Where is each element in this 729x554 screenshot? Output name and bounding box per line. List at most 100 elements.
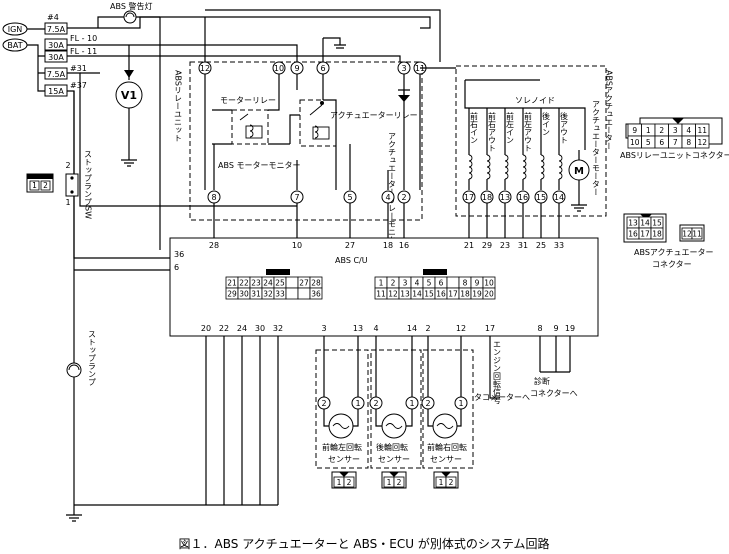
act-conn-pin: 18 — [652, 230, 662, 239]
svg-text:後イン: 後イン — [542, 111, 551, 136]
tacho-label: タコメーターへ — [474, 393, 530, 402]
act-conn-right-pin: 12 — [682, 230, 692, 239]
cu-conn-a-pin: 27 — [299, 279, 309, 288]
fuse-ref-5: #37 — [70, 81, 87, 90]
solenoid-label: ソレノイド — [515, 96, 555, 105]
cu-bottom-pin: 20 — [201, 324, 211, 333]
act-conn-right-cell — [691, 227, 703, 240]
solenoid-fr-out: 前右アウト — [486, 111, 497, 180]
cu-conn-b-pin: 16 — [436, 290, 446, 299]
cu-conn-a-cell — [285, 276, 299, 289]
svg-text:8: 8 — [211, 193, 216, 202]
sensor-coil-fr — [427, 409, 462, 439]
cu-conn-b-pin: 2 — [391, 279, 396, 288]
relay-conn-pin: 2 — [659, 126, 664, 135]
cu-bottom-pin: 30 — [255, 324, 265, 333]
diag-label-2: コネクターへ — [530, 389, 578, 398]
svg-text:5: 5 — [347, 193, 352, 202]
cu-bottom-pin: 32 — [273, 324, 283, 333]
sensor-rear-box — [370, 349, 422, 469]
cu-conn-a-cell — [309, 287, 323, 300]
cu-bottom-pin: 22 — [219, 324, 229, 333]
svg-text:前右イン: 前右イン — [470, 111, 479, 144]
cu-conn-b-pin: 6 — [439, 279, 444, 288]
actuator-relay: アクチュエーターリレー — [299, 99, 418, 147]
svg-text:3: 3 — [401, 64, 406, 73]
actuator-motor-label: アクチュエーターモーター — [592, 100, 601, 196]
solenoid-rear-in: 後イン — [540, 111, 551, 180]
relay-conn-cell — [695, 135, 710, 149]
solenoid-coils: 前右イン 前右アウト 前左イン 前左アウト 後イン 後アウト — [468, 111, 569, 180]
relay-conn-pin: 3 — [673, 126, 678, 135]
cu-bottom-pin: 24 — [237, 324, 247, 333]
cu-conn-b-pin: 17 — [448, 290, 458, 299]
cu-conn-a-pin: 33 — [275, 290, 285, 299]
svg-text:2: 2 — [401, 193, 406, 202]
svg-text:30A: 30A — [48, 53, 64, 62]
sensor-pin-number: 2 — [425, 399, 430, 408]
sensor-connector-pin: 1 — [439, 478, 444, 487]
cu-conn-a-pin: 25 — [275, 279, 285, 288]
sensor-rear-label-1: 後輪回転 — [376, 442, 408, 452]
svg-text:17: 17 — [464, 193, 474, 202]
sensor-connector-pin: 2 — [449, 478, 454, 487]
actuator-label: ABSアクチュエーター — [605, 70, 614, 150]
sensor-pin-number: 2 — [373, 399, 378, 408]
sensor-connector-pin: 2 — [397, 478, 402, 487]
actuator-relay-label: アクチュエーターリレー — [330, 111, 418, 120]
bat-label: BAT — [7, 41, 22, 50]
cu-conn-b-pin: 4 — [415, 279, 420, 288]
cu-top-pin: 25 — [536, 241, 546, 250]
fuse-ref-1: #4 — [47, 13, 59, 22]
sensor-fr-box — [422, 349, 474, 469]
cu-conn-a-pin: 21 — [227, 279, 237, 288]
sensor-fl-label-2: センサー — [328, 455, 360, 464]
cu-bottom-pin: 3 — [321, 324, 326, 333]
cu-conn-b-pin: 19 — [472, 290, 482, 299]
relay-conn-pin: 12 — [697, 138, 707, 147]
sensor-rear-label-2: センサー — [378, 455, 410, 464]
svg-text:18: 18 — [482, 193, 492, 202]
motor-relay: モーターリレー — [220, 96, 276, 145]
cu-conn-a-pin: 28 — [311, 279, 321, 288]
cu-conn-b-pin: 15 — [424, 290, 434, 299]
cu-bottom-pin: 8 — [537, 324, 542, 333]
cu-conn-b-pin: 3 — [403, 279, 408, 288]
cu-conn-a-cell — [285, 287, 299, 300]
svg-text:前左イン: 前左イン — [506, 111, 515, 144]
svg-text:2: 2 — [65, 161, 70, 170]
cu-conn-b-pin: 9 — [475, 279, 480, 288]
diag-label-1: 診断 — [534, 376, 550, 386]
cu-conn-b-pin: 8 — [463, 279, 468, 288]
relay-conn-pin: 11 — [697, 126, 707, 135]
cu-bottom-pin: 13 — [353, 324, 363, 333]
svg-text:6: 6 — [320, 64, 325, 73]
warning-lamp-label: ABS 警告灯 — [110, 1, 152, 11]
cu-bottom-pin: 12 — [456, 324, 466, 333]
cu-conn-a-cell — [297, 287, 311, 300]
svg-text:前右アウト: 前右アウト — [488, 111, 497, 152]
cu-conn-b-pin: 13 — [400, 290, 410, 299]
cu-conn-b-pin: 10 — [484, 279, 494, 288]
fuse-ref-4: #31 — [70, 64, 87, 73]
cu-conn-b-pin: 12 — [388, 290, 398, 299]
svg-text:9: 9 — [294, 64, 299, 73]
sensor-coil-fl — [323, 409, 359, 439]
act-conn-right-pin: 11 — [692, 230, 702, 239]
cu-conn-b-pin: 5 — [427, 279, 432, 288]
stop-lamp: ストップランプ — [66, 330, 97, 386]
cu-bottom-pin: 17 — [485, 324, 495, 333]
stop-lamp-switch-label: ストップランプSW — [84, 150, 93, 219]
fuse-block: #4 7.5A 30A FL - 10 30A FL - 11 7.5A #31… — [44, 13, 97, 97]
abs-warning-lamp: ABS 警告灯 — [110, 1, 152, 24]
act-conn-pin: 14 — [640, 219, 650, 228]
cu-left-pin-6: 6 — [174, 263, 179, 272]
svg-text:10: 10 — [274, 64, 284, 73]
sensor-fl-label-1: 前輪左回転 — [322, 442, 362, 452]
